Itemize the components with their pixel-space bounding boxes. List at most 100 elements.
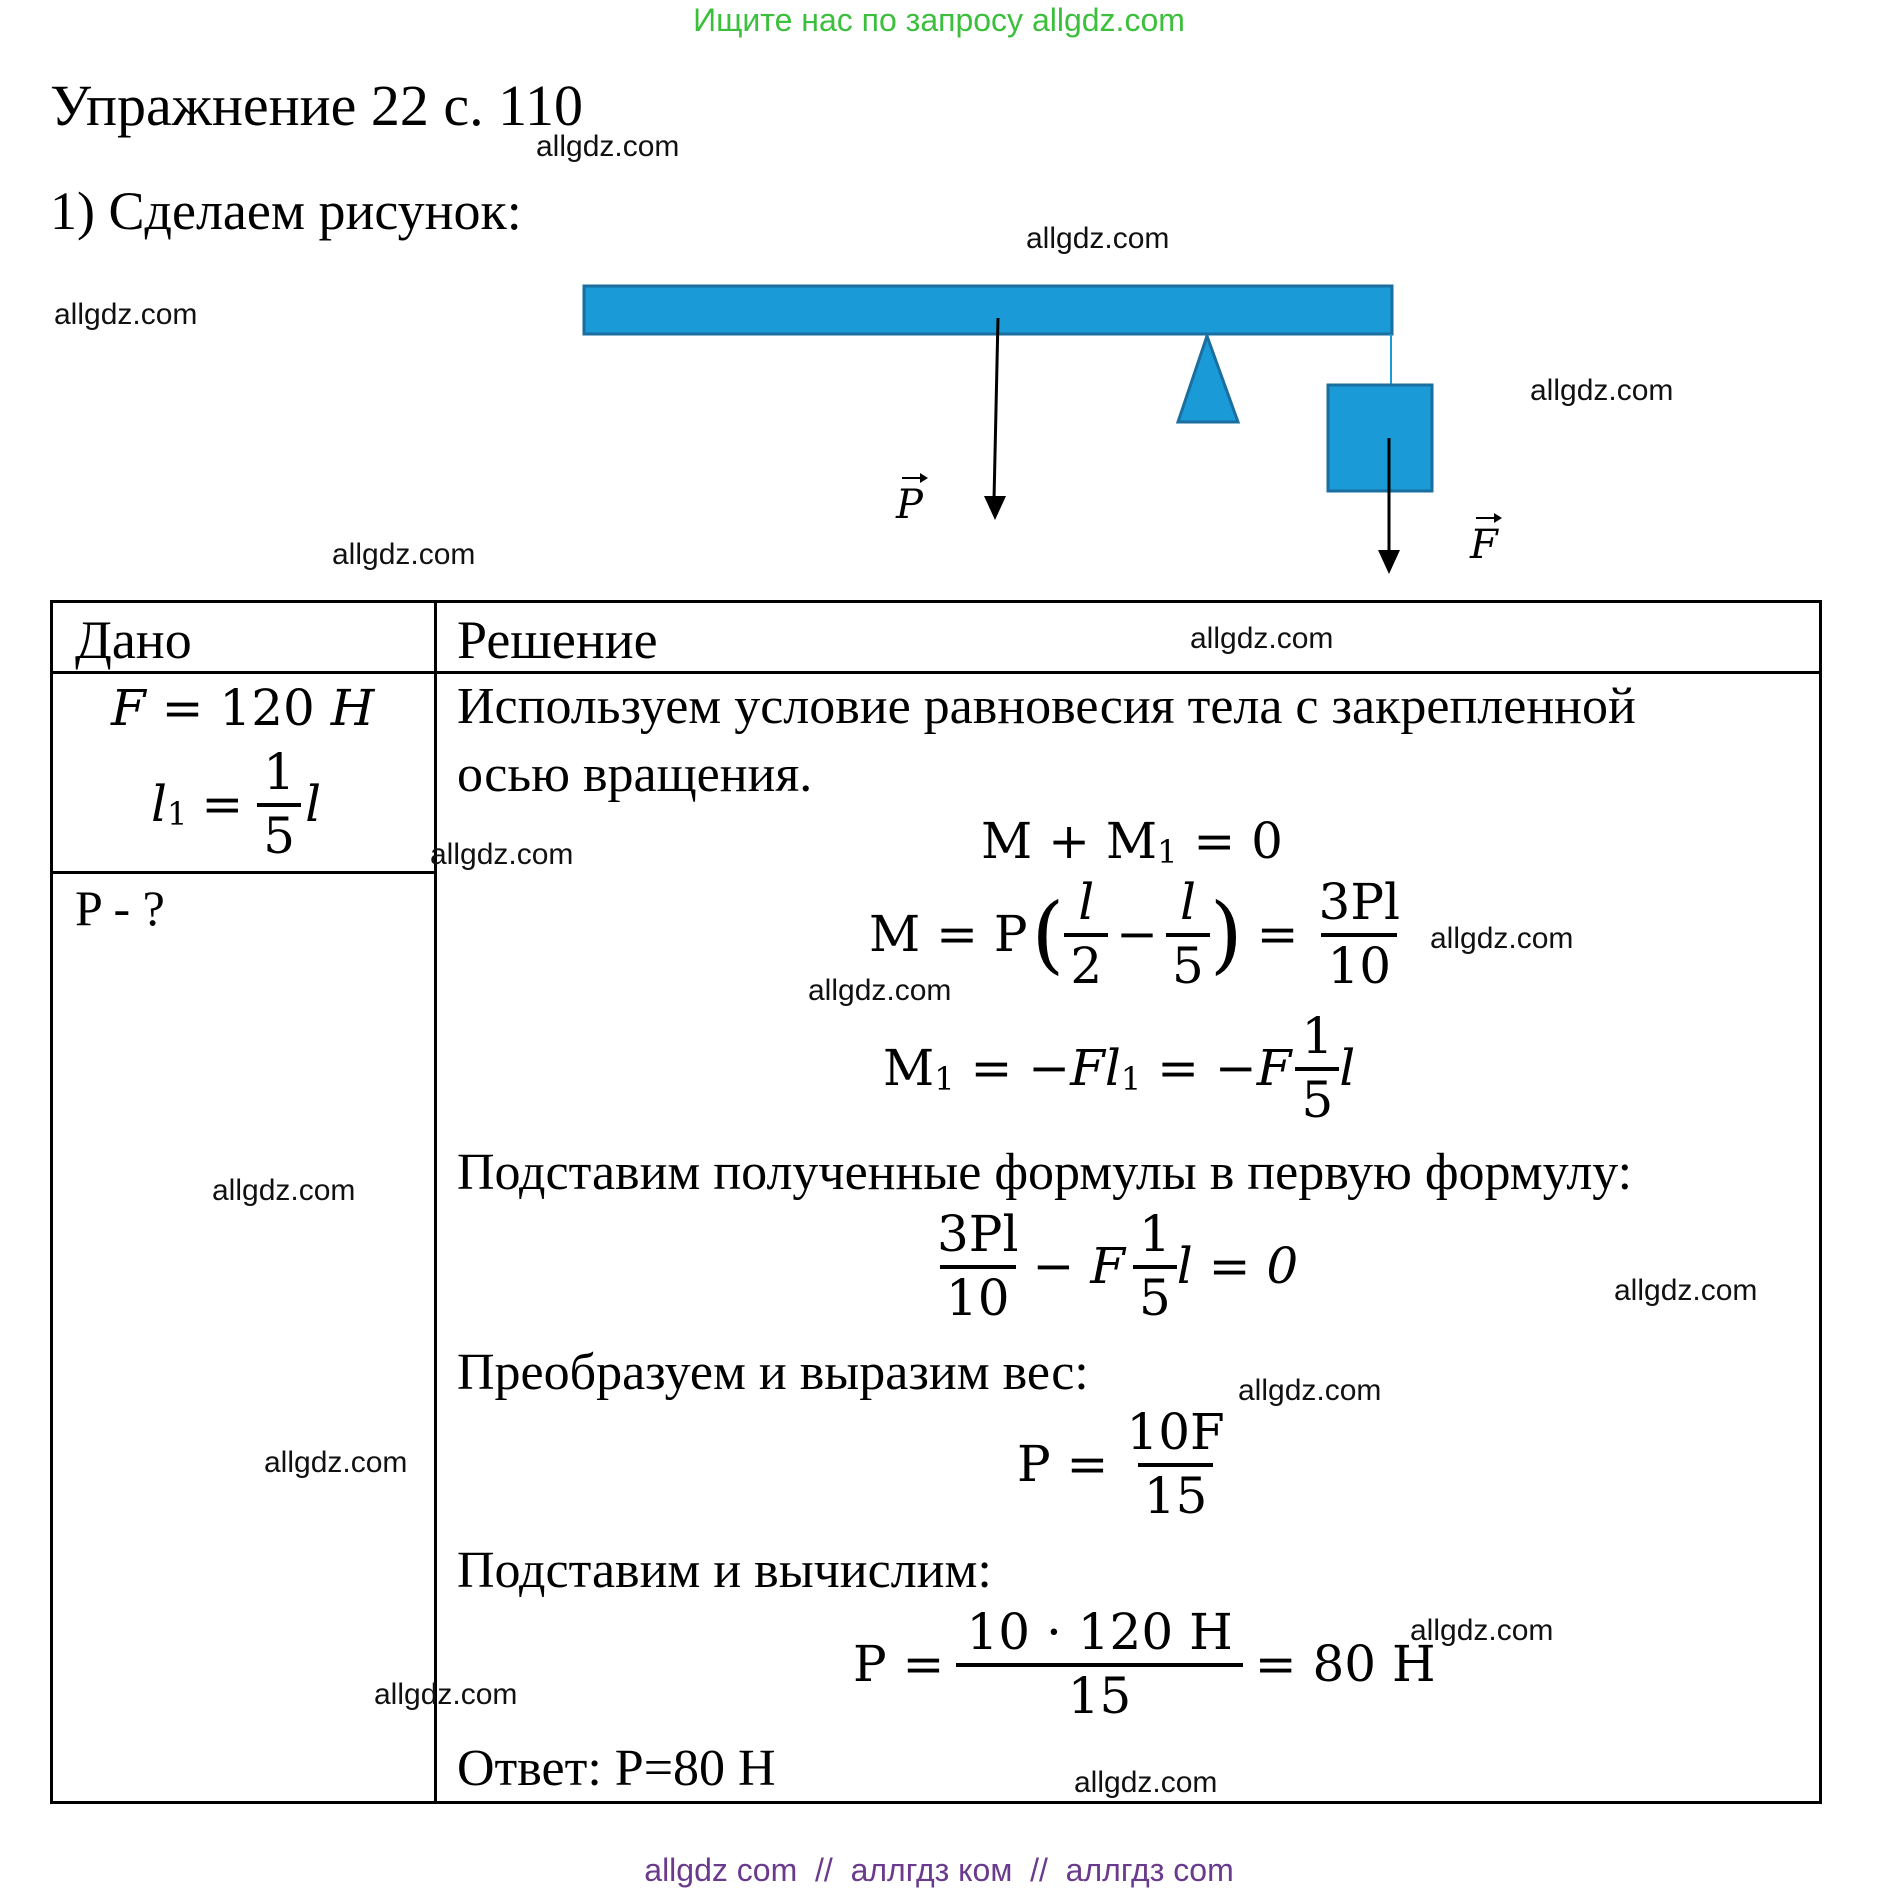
given-l1-den: 5 — [257, 803, 302, 865]
eq5-frac: 10F 15 — [1120, 1403, 1230, 1525]
step-label: 1) Сделаем рисунок: — [50, 181, 522, 241]
equation-6: P = 10 · 120 H 15 = 80 H — [853, 1603, 1436, 1725]
eq2-eq: = — [1256, 905, 1299, 963]
equation-5: P = 10F 15 — [1017, 1403, 1231, 1525]
solution-text-4: Преобразуем и выразим вес: — [457, 1344, 1089, 1401]
force-f-arrowhead — [1378, 550, 1400, 574]
footer-links: allgdz com // аллгдз ком // аллгдз com — [644, 1852, 1234, 1888]
solution-table: Дано Решение F = 120 H l 1 = 1 5 l P - ?… — [50, 600, 1822, 1804]
given-l1-fraction: 1 5 — [257, 743, 302, 865]
given-force: F = 120 H — [111, 679, 374, 737]
eq2-f2-den: 5 — [1166, 933, 1210, 995]
given-l1-var: l — [151, 775, 167, 833]
eq4-f2-den: 5 — [1132, 1265, 1177, 1327]
eq3-f-den: 5 — [1295, 1067, 1340, 1129]
eq6-den: 15 — [956, 1663, 1243, 1725]
given-f-var: F — [111, 679, 146, 737]
watermark: allgdz.com — [1410, 1614, 1554, 1647]
watermark: allgdz.com — [374, 1678, 518, 1711]
eq2-frac-1: l 2 — [1064, 873, 1109, 995]
equation-3: M 1 = −F l 1 = −F 1 5 l — [883, 1007, 1355, 1129]
watermark: allgdz.com — [332, 538, 476, 571]
given-f-unit: H — [330, 679, 375, 737]
answer: Ответ: P=80 H — [457, 1740, 776, 1797]
eq2-lparen: ( — [1031, 885, 1065, 983]
watermark: allgdz.com — [1530, 374, 1674, 407]
eq2-f2-num: l — [1179, 873, 1196, 931]
promo-banner: Ищите нас по запросу allgdz.com — [693, 2, 1185, 38]
solution-text-1: Используем условие равновесия тела с зак… — [457, 678, 1636, 735]
watermark: allgdz.com — [1074, 1766, 1218, 1799]
eq2-frac-2: l 5 — [1166, 873, 1210, 995]
watermark: allgdz.com — [1190, 622, 1334, 655]
force-p-vector-head — [920, 473, 928, 483]
eq1-lhs: M + M — [981, 812, 1158, 870]
watermark: allgdz.com — [54, 298, 198, 331]
solution-text-5: Подставим и вычислим: — [457, 1542, 992, 1599]
force-p-arrow — [992, 317, 1000, 501]
eq3-mid: = −F — [954, 1039, 1105, 1097]
given-l1-eq: = — [201, 775, 244, 833]
eq3-frac: 1 5 — [1295, 1007, 1340, 1129]
equation-2: M = P ( l 2 − l 5 ) = 3Pl 10 — [869, 873, 1406, 995]
eq3-m: M — [883, 1039, 935, 1097]
eq4-f1-num: 3Pl — [937, 1205, 1019, 1263]
eq4-f1-den: 10 — [939, 1265, 1016, 1327]
watermark: allgdz.com — [1026, 222, 1170, 255]
eq4-frac-2: 1 5 — [1132, 1205, 1177, 1327]
eq5-den: 15 — [1137, 1463, 1214, 1525]
eq6-lhs: P = — [853, 1635, 945, 1693]
watermark: allgdz.com — [1238, 1374, 1382, 1407]
eq2-frac-3: 3Pl 10 — [1313, 873, 1406, 995]
solution-text-3: Подставим полученные формулы в первую фо… — [457, 1144, 1633, 1201]
equation-4: 3Pl 10 − F 1 5 l = 0 — [931, 1205, 1298, 1327]
watermark: allgdz.com — [212, 1174, 356, 1207]
eq3-l-sub: 1 — [1120, 1060, 1142, 1098]
lever-diagram: P F — [582, 284, 1502, 574]
header-divider — [53, 671, 1822, 674]
eq2-f1-den: 2 — [1064, 933, 1109, 995]
column-divider — [434, 603, 437, 1804]
eq3-tail: l — [1339, 1039, 1356, 1097]
eq2-f1-num: l — [1078, 873, 1095, 931]
eq3-sub: 1 — [934, 1060, 955, 1098]
given-l1-num: 1 — [263, 743, 296, 801]
eq4-mid: − F — [1032, 1237, 1125, 1295]
force-p-label: P — [895, 482, 924, 528]
eq5-num: 10F — [1126, 1403, 1225, 1461]
find-label: P - ? — [75, 880, 165, 936]
given-f-eq: = 120 — [145, 679, 331, 737]
solution-header: Решение — [457, 610, 658, 670]
given-l1-sub: 1 — [167, 795, 188, 833]
eq4-tail: l = 0 — [1176, 1237, 1299, 1295]
watermark: allgdz.com — [808, 974, 952, 1007]
equation-1: M + M 1 = 0 — [981, 811, 1283, 871]
solution-text-2: осью вращения. — [457, 746, 813, 803]
force-p-arrowhead — [984, 496, 1006, 520]
eq2-lhs: M = P — [869, 905, 1028, 963]
eq3-l: l — [1104, 1039, 1121, 1097]
eq4-f2-num: 1 — [1138, 1205, 1171, 1263]
force-f-label: F — [1469, 522, 1499, 568]
force-f-vector-head — [1494, 513, 1502, 523]
watermark: allgdz.com — [430, 838, 574, 871]
eq3-mid2: = −F — [1141, 1039, 1292, 1097]
given-length: l 1 = 1 5 l — [151, 743, 321, 865]
exercise-title: Упражнение 22 с. 110 — [50, 73, 584, 138]
eq1-sub: 1 — [1157, 833, 1178, 871]
hanging-weight — [1326, 383, 1434, 493]
given-header: Дано — [75, 610, 192, 670]
eq2-f3-num: 3Pl — [1318, 873, 1400, 931]
eq6-frac: 10 · 120 H 15 — [956, 1603, 1243, 1725]
lever-beam — [582, 284, 1394, 336]
eq1-rhs: = 0 — [1177, 812, 1283, 870]
eq6-num: 10 · 120 H — [966, 1603, 1233, 1661]
given-l-var: l — [305, 775, 322, 833]
eq3-f-num: 1 — [1301, 1007, 1334, 1065]
eq2-rparen: ) — [1209, 885, 1243, 983]
fulcrum — [1175, 331, 1241, 424]
eq6-rhs: = 80 H — [1254, 1635, 1436, 1693]
watermark: allgdz.com — [1614, 1274, 1758, 1307]
eq2-f3-den: 10 — [1321, 933, 1398, 995]
watermark: allgdz.com — [1430, 922, 1574, 955]
